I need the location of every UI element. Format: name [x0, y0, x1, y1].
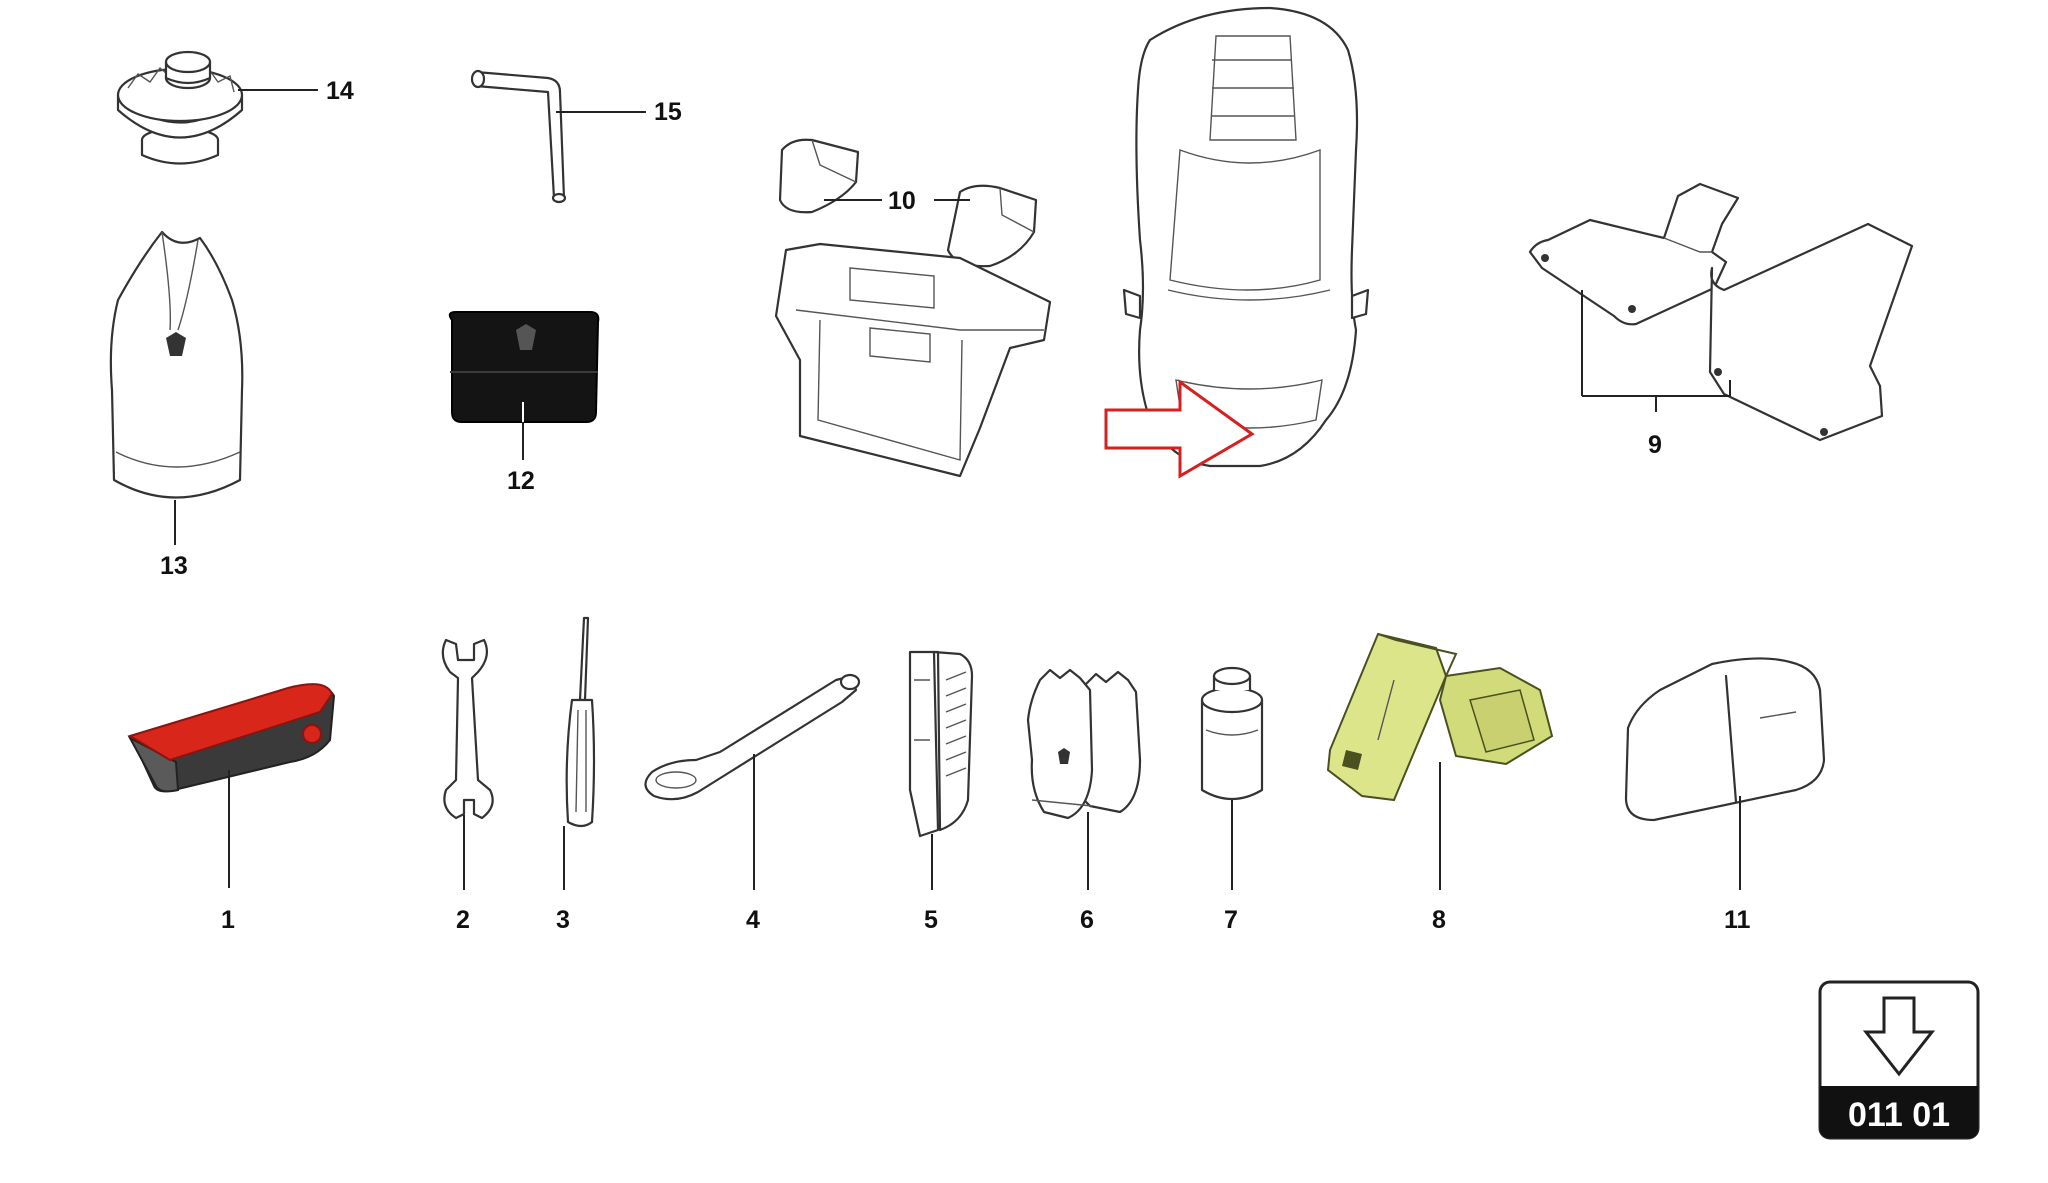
part-10-foam-blocks[interactable] — [778, 138, 1038, 268]
callout-15: 15 — [654, 98, 682, 126]
part-9-floor-mats[interactable] — [1528, 182, 1914, 442]
callout-3: 3 — [556, 906, 570, 934]
callout-8: 8 — [1432, 906, 1446, 934]
highlight-arrow-icon — [1104, 379, 1255, 479]
part-8-compressor-kit[interactable] — [1326, 632, 1554, 802]
storage-tray — [774, 242, 1052, 478]
arrow-down-icon — [1862, 996, 1936, 1077]
part-7-canister[interactable] — [1200, 666, 1264, 800]
callout-12: 12 — [507, 467, 535, 495]
callout-4: 4 — [746, 906, 760, 934]
part-3-screwdriver[interactable] — [565, 616, 596, 828]
callout-6: 6 — [1080, 906, 1094, 934]
part-1-warning-light[interactable] — [127, 683, 336, 793]
page-reference-number: 011 01 — [1848, 1096, 1950, 1134]
callout-9: 9 — [1648, 431, 1662, 459]
part-6-gloves[interactable] — [1026, 668, 1142, 820]
vehicle-top-view — [1122, 6, 1370, 468]
callout-5: 5 — [924, 906, 938, 934]
part-4-wheel-wrench[interactable] — [644, 673, 861, 801]
part-13-tool-bag[interactable] — [109, 230, 244, 499]
part-11-carry-case[interactable] — [1624, 657, 1826, 822]
callout-2: 2 — [456, 906, 470, 934]
callout-13: 13 — [160, 552, 188, 580]
callout-11: 11 — [1724, 906, 1751, 934]
part-2-spanner[interactable] — [441, 638, 494, 820]
part-5-fuse-puller[interactable] — [908, 650, 974, 838]
page-reference-box[interactable]: 011 01 — [1818, 980, 1980, 1140]
callout-10: 10 — [888, 187, 916, 215]
callout-14: 14 — [326, 77, 354, 105]
part-15-hex-key[interactable] — [470, 69, 567, 204]
part-14-socket-adapter[interactable] — [116, 50, 244, 165]
callout-7: 7 — [1224, 906, 1238, 934]
callout-1: 1 — [221, 906, 235, 934]
part-12-document-pouch[interactable] — [448, 311, 600, 423]
